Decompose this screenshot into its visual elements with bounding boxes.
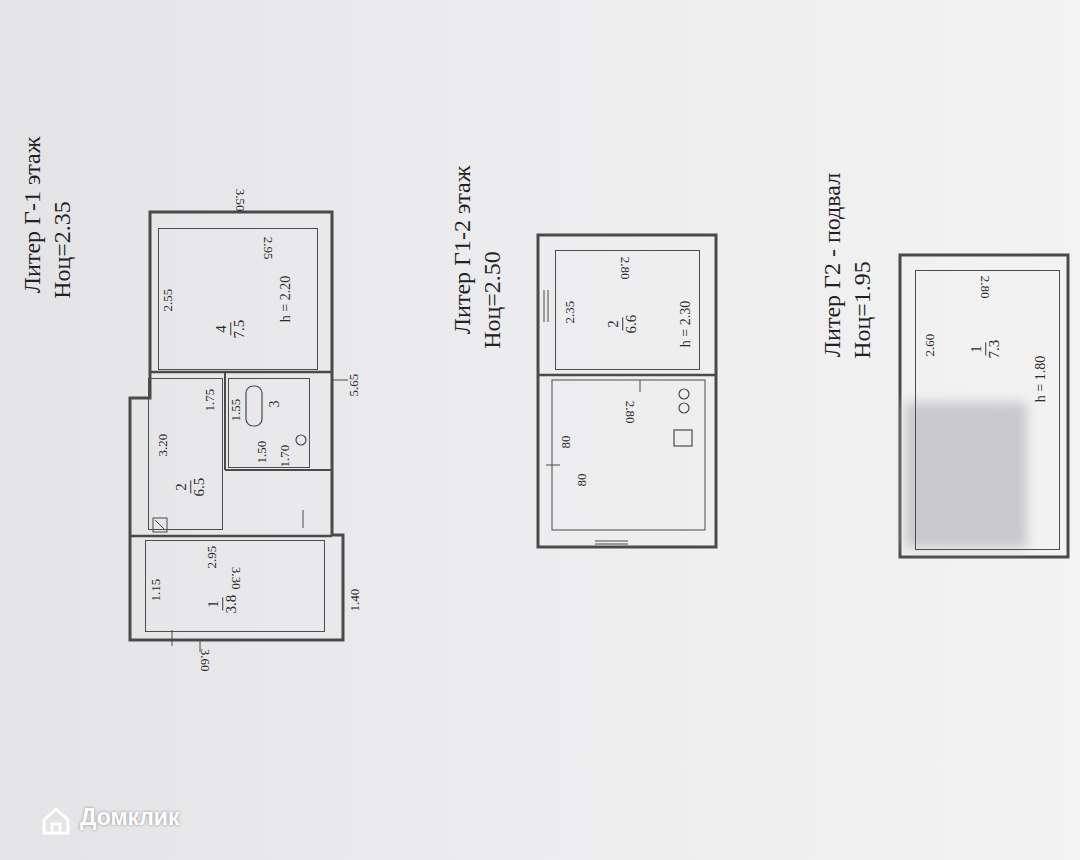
door-mark bbox=[303, 510, 304, 528]
inner-wall bbox=[130, 535, 332, 538]
kitchen-outline bbox=[552, 380, 705, 530]
dimension-label: 3.30 bbox=[229, 567, 243, 590]
room-outline: 17.3 h = 1.80 bbox=[915, 270, 1060, 550]
floor-heading: Ноц=1.95 bbox=[849, 261, 875, 359]
floor-heading: Литер Г2 - подвал bbox=[819, 173, 845, 357]
dimension-label: 3.60 bbox=[198, 649, 212, 672]
inner-wall bbox=[224, 372, 226, 470]
room-outline: 3 bbox=[228, 378, 310, 468]
ceiling-height: h = 2.30 bbox=[678, 301, 693, 347]
room-area: 7.5 bbox=[232, 317, 249, 342]
dimension-label: 1.50 bbox=[255, 441, 269, 464]
room-number: 4 bbox=[213, 322, 231, 336]
floor-heading: Литер Г-1 этаж bbox=[19, 137, 45, 293]
dimension-label: 1.40 bbox=[348, 589, 362, 612]
room-number-area: 47.5 bbox=[213, 317, 249, 342]
stove-burner bbox=[679, 389, 689, 399]
floor-heading: Ноц=2.50 bbox=[479, 251, 505, 349]
ceiling-height: h = 2.20 bbox=[278, 276, 293, 322]
dimension-label: 1.55 bbox=[229, 399, 243, 422]
room-number: 1 bbox=[968, 342, 986, 356]
room-number-area: 26.5 bbox=[173, 475, 209, 500]
outer-wall bbox=[538, 235, 716, 547]
dimension-label: 1.15 bbox=[149, 579, 163, 602]
dimension-label: 3.50 bbox=[233, 189, 247, 212]
sink-symbol bbox=[674, 430, 692, 446]
room-area: 6.6 bbox=[624, 312, 641, 337]
dimension-label: 2.80 bbox=[623, 401, 637, 424]
dimension-label: 2.60 bbox=[923, 334, 937, 357]
dimension-label: 2.55 bbox=[161, 289, 175, 312]
room-area: 3.8 bbox=[224, 592, 241, 617]
room-number: 2 bbox=[173, 480, 191, 494]
dimension-label: 2.95 bbox=[261, 237, 275, 260]
inner-wall bbox=[150, 371, 332, 374]
vent-mark bbox=[155, 520, 165, 530]
dimension-label: 2.95 bbox=[205, 546, 219, 569]
dimension-tick bbox=[172, 630, 173, 646]
dimension-label: 1.75 bbox=[203, 389, 217, 412]
inner-wall bbox=[225, 469, 332, 471]
outer-wall bbox=[900, 255, 1068, 557]
window-mark bbox=[595, 544, 628, 545]
window-mark bbox=[544, 290, 545, 322]
room-area: 7.3 bbox=[987, 337, 1004, 362]
toilet-symbol bbox=[296, 435, 306, 445]
outer-wall bbox=[130, 212, 343, 640]
watermark: Домклик bbox=[80, 804, 179, 831]
dimension-label: 3.20 bbox=[156, 434, 170, 457]
dimension-label: 1.70 bbox=[278, 445, 292, 468]
dimension-label: 80 bbox=[575, 474, 589, 487]
blurred-area bbox=[905, 402, 1027, 548]
room-number: 1 bbox=[205, 597, 223, 611]
dimension-tick bbox=[546, 465, 560, 466]
dimension-tick bbox=[332, 380, 348, 381]
room-area: 6.5 bbox=[192, 475, 209, 500]
window-mark bbox=[595, 541, 628, 542]
dimension-label: 2.80 bbox=[978, 276, 992, 299]
logo-icon bbox=[44, 809, 68, 833]
dimension-label: 5.65 bbox=[347, 374, 361, 397]
dimension-label: 80 bbox=[559, 436, 573, 449]
ceiling-height: h = 1.80 bbox=[1033, 356, 1048, 402]
floor-heading: Ноц=2.35 bbox=[49, 201, 75, 299]
room-number-area: 13.8 bbox=[205, 592, 241, 617]
dimension-tick bbox=[640, 380, 641, 392]
room-number: 3 bbox=[267, 401, 282, 408]
window-mark bbox=[548, 290, 549, 322]
dimension-label: 2.35 bbox=[563, 301, 577, 324]
dimension-label: 2.80 bbox=[618, 257, 632, 280]
room-number-area: 26.6 bbox=[605, 312, 641, 337]
floor-heading: Литер Г1-2 этаж bbox=[449, 166, 475, 334]
bathtub-symbol bbox=[246, 386, 262, 426]
room-outline: 47.5 h = 2.20 bbox=[158, 228, 318, 370]
inner-wall bbox=[538, 374, 716, 377]
room-number: 2 bbox=[605, 317, 623, 331]
stove-burner bbox=[679, 403, 689, 413]
room-number-area: 17.3 bbox=[968, 337, 1004, 362]
